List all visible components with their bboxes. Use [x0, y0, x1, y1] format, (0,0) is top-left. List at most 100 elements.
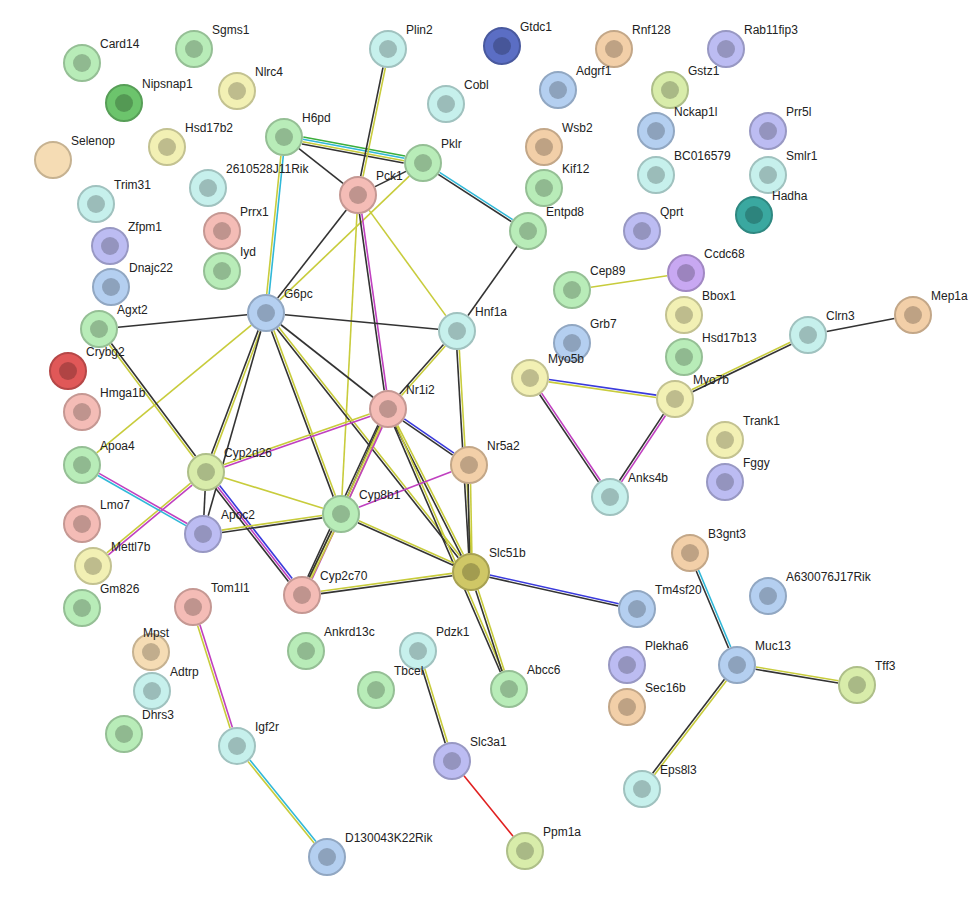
- interaction-edge: [359, 214, 386, 391]
- evidence-line: [756, 669, 839, 683]
- protein-node: Nipsnap1: [105, 84, 143, 122]
- protein-node: Entpd8: [509, 212, 547, 250]
- structure-glyph: [414, 154, 432, 172]
- evidence-line: [422, 670, 445, 744]
- node-label: Iyd: [240, 245, 256, 259]
- node-label: Zfpm1: [128, 220, 162, 234]
- evidence-line: [363, 68, 385, 177]
- structure-glyph: [601, 488, 619, 506]
- evidence-line: [464, 776, 513, 836]
- evidence-line: [342, 214, 357, 495]
- evidence-line: [620, 414, 664, 480]
- protein-node: Myo5b: [511, 359, 549, 397]
- protein-node: Adgrf1: [539, 71, 577, 109]
- protein-node: Nr5a2: [450, 446, 488, 484]
- node-label: Grb7: [590, 317, 617, 331]
- protein-node: B3gnt3: [671, 534, 709, 572]
- structure-glyph: [633, 222, 651, 240]
- structure-glyph: [73, 54, 91, 72]
- node-label: Adtrp: [170, 665, 199, 679]
- structure-glyph: [799, 326, 817, 344]
- protein-node: Cep89: [553, 271, 591, 309]
- evidence-line: [471, 484, 472, 553]
- node-label: Eps8l3: [660, 763, 697, 777]
- structure-glyph: [297, 642, 315, 660]
- protein-node: Rab11fip3: [707, 30, 745, 68]
- protein-node: Smlr1: [749, 156, 787, 194]
- protein-node: Zfpm1: [91, 227, 129, 265]
- protein-node: Kif12: [525, 169, 563, 207]
- evidence-line: [540, 394, 599, 481]
- structure-glyph: [87, 195, 105, 213]
- interaction-edge: [267, 156, 284, 294]
- protein-node: A630076J17Rik: [749, 577, 787, 615]
- evidence-line: [216, 488, 289, 581]
- evidence-line: [303, 139, 405, 158]
- evidence-line: [438, 174, 511, 221]
- evidence-line: [269, 156, 283, 294]
- structure-glyph: [462, 563, 480, 581]
- interaction-edge: [359, 472, 452, 507]
- node-label: Gstz1: [688, 64, 719, 78]
- node-label: Anks4b: [628, 471, 668, 485]
- structure-glyph: [759, 122, 777, 140]
- node-label: G6pc: [284, 287, 313, 301]
- protein-node: Slc51b: [452, 553, 490, 591]
- structure-glyph: [293, 586, 311, 604]
- node-label: Adgrf1: [576, 64, 611, 78]
- node-label: Mettl7b: [111, 540, 150, 554]
- structure-glyph: [185, 40, 203, 58]
- protein-node: Gm826: [63, 589, 101, 627]
- node-label: Nr1i2: [406, 383, 435, 397]
- structure-glyph: [666, 390, 684, 408]
- structure-glyph: [437, 95, 455, 113]
- evidence-line: [302, 142, 404, 161]
- interaction-edge: [278, 210, 347, 298]
- structure-glyph: [90, 320, 108, 338]
- protein-node: Tom1l1: [174, 588, 212, 626]
- node-label: Abcc6: [527, 663, 560, 677]
- evidence-line: [478, 590, 504, 671]
- evidence-line: [489, 577, 618, 606]
- node-label: Cyp2c70: [320, 569, 367, 583]
- evidence-line: [358, 523, 453, 566]
- evidence-line: [248, 762, 314, 843]
- interaction-edge: [692, 342, 792, 392]
- node-label: Gtdc1: [520, 20, 552, 34]
- protein-node: 2610528J11Rik: [189, 169, 227, 207]
- evidence-line: [490, 575, 619, 604]
- structure-glyph: [535, 138, 553, 156]
- structure-glyph: [318, 848, 336, 866]
- structure-glyph: [379, 400, 397, 418]
- structure-glyph: [745, 206, 763, 224]
- evidence-line: [267, 156, 281, 294]
- protein-node: Selenop: [34, 141, 72, 179]
- node-label: Sgms1: [212, 23, 249, 37]
- structure-glyph: [213, 222, 231, 240]
- node-label: Gm826: [100, 582, 139, 596]
- structure-glyph: [115, 725, 133, 743]
- structure-glyph: [84, 557, 102, 575]
- evidence-line: [549, 380, 656, 396]
- evidence-line: [212, 330, 259, 453]
- protein-node: Apoc2: [184, 515, 222, 553]
- structure-glyph: [349, 186, 367, 204]
- protein-node: Rnf128: [595, 30, 633, 68]
- node-label: Ccdc68: [704, 247, 745, 261]
- structure-glyph: [728, 656, 746, 674]
- node-label: Apoc2: [221, 508, 255, 522]
- structure-glyph: [716, 431, 734, 449]
- evidence-line: [224, 478, 323, 509]
- structure-glyph: [549, 81, 567, 99]
- evidence-line: [277, 329, 458, 558]
- evidence-line: [198, 625, 231, 728]
- evidence-line: [398, 425, 464, 554]
- evidence-line: [98, 475, 186, 525]
- structure-glyph: [158, 138, 176, 156]
- protein-node: Hadha: [735, 196, 773, 234]
- node-label: 2610528J11Rik: [226, 162, 309, 176]
- node-label: BC016579: [674, 149, 731, 163]
- node-label: Lmo7: [100, 498, 130, 512]
- interaction-edge: [204, 491, 205, 515]
- node-label: Slc51b: [489, 546, 526, 560]
